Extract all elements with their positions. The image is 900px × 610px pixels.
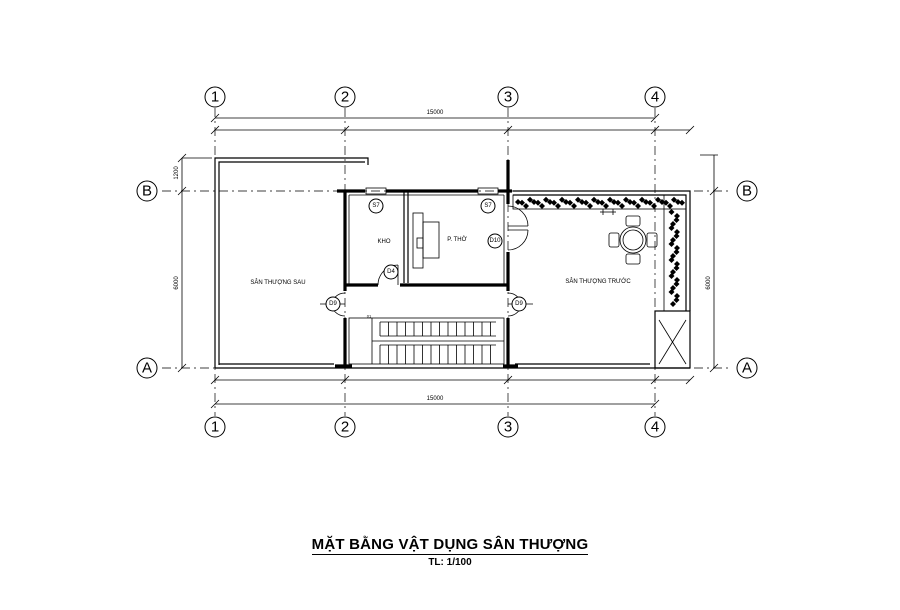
dimension-left-upper: 1200: [174, 166, 180, 180]
dimension-lines: [177, 113, 719, 409]
grid-bubble-2-bottom: [334, 416, 356, 438]
grid-axes: [162, 108, 732, 416]
grid-bubble-b-left: [136, 180, 158, 202]
grid-bubble-3-bottom: [497, 416, 519, 438]
room-label-front-terrace: SÂN THƯỢNG TRƯỚC: [565, 278, 631, 285]
tag-d4: D4: [387, 269, 395, 275]
grid-bubble-1-bottom: [204, 416, 226, 438]
grid-label-4-bottom: 4: [651, 419, 659, 436]
grid-label-1-top: 1: [211, 89, 219, 106]
tag-bubble-s7-right: [480, 198, 496, 214]
grid-bubble-2-top: [334, 86, 356, 108]
terrace-doors: [320, 292, 533, 317]
tag-bubble-d4: [383, 264, 399, 280]
tag-s7-left: S7: [372, 203, 380, 209]
drawing-title: MẶT BẰNG VẬT DỤNG SÂN THƯỢNG: [0, 536, 900, 555]
grid-bubble-a-left: [136, 357, 158, 379]
grid-bubble-3-top: [497, 86, 519, 108]
grid-label-b-right: B: [742, 183, 752, 200]
altar-door: [507, 205, 529, 251]
grid-bubbles-top: 1 2 3 4: [204, 86, 666, 108]
drawing-scale: TL: 1/100: [428, 557, 472, 568]
grid-label-3-top: 3: [504, 89, 512, 106]
room-label-rear-terrace: SÂN THƯỢNG SAU: [250, 279, 305, 286]
tag-d9-right: D9: [515, 301, 523, 307]
svg-text:01: 01: [367, 314, 372, 319]
patio-table-set: [600, 209, 658, 265]
tag-s7-right: S7: [484, 203, 492, 209]
tag-bubble-d10: [487, 233, 503, 249]
dimension-overall-bottom: 15000: [427, 396, 444, 402]
staircase: 01: [348, 314, 505, 365]
tags: S7 S7 D4 D10 D9 D9: [325, 198, 527, 312]
tag-bubble-s7-left: [368, 198, 384, 214]
grid-label-1-bottom: 1: [211, 419, 219, 436]
grid-bubble-a-right: [736, 357, 758, 379]
grid-label-4-top: 4: [651, 89, 659, 106]
windows: [365, 187, 499, 195]
grid-bubble-1-top: [204, 86, 226, 108]
grid-label-3-bottom: 3: [504, 419, 512, 436]
planter-band: [512, 194, 687, 312]
drawing-title-text: MẶT BẰNG VẬT DỤNG SÂN THƯỢNG: [311, 536, 589, 555]
tag-bubble-d9-left: [325, 296, 341, 312]
grid-bubbles-rows: B B A A: [136, 180, 758, 379]
grid-label-a-left: A: [142, 360, 152, 377]
grid-label-b-left: B: [142, 183, 152, 200]
tag-d9-left: D9: [329, 301, 337, 307]
grid-bubble-b-right: [736, 180, 758, 202]
grid-label-a-right: A: [742, 360, 752, 377]
room-label-altar-room: P. THỜ: [447, 236, 467, 243]
dimension-left-main: 6000: [174, 276, 180, 290]
grid-label-2-top: 2: [341, 89, 349, 106]
room-label-storage: KHO: [377, 239, 390, 245]
grid-bubble-4-bottom: [644, 416, 666, 438]
grid-label-2-bottom: 2: [341, 419, 349, 436]
dimension-overall-top: 15000: [427, 110, 444, 116]
tag-d10: D10: [489, 238, 501, 244]
core-walls: [335, 160, 518, 368]
dimension-right-main: 6000: [706, 276, 712, 290]
tag-bubble-d9-right: [511, 296, 527, 312]
grid-bubbles-bottom: 1 2 3 4: [204, 416, 666, 438]
grid-bubble-4-top: [644, 86, 666, 108]
altar-furniture: [412, 212, 440, 269]
